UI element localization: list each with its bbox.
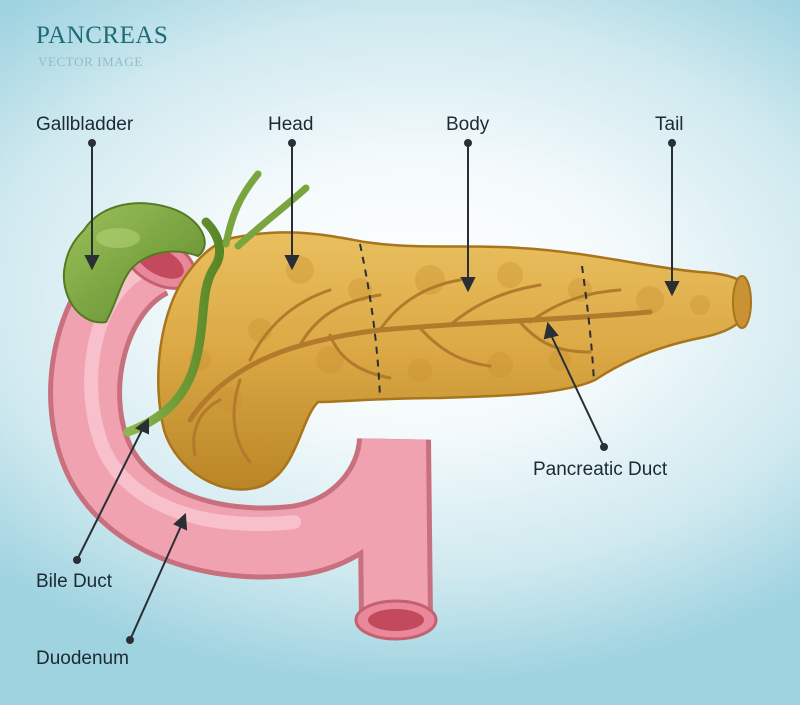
gallbladder-label: Gallbladder: [36, 114, 134, 135]
tail-pointer: [664, 139, 680, 297]
pancreas-shape: [157, 231, 752, 491]
head-label: Head: [268, 114, 314, 135]
bile-duct-label: Bile Duct: [36, 571, 113, 592]
duodenum-label: Duodenum: [36, 648, 129, 669]
gallbladder-pointer: [84, 139, 100, 271]
pancreatic-duct-label: Pancreatic Duct: [533, 459, 668, 480]
region-dividers: [359, 243, 595, 399]
body-pointer: [460, 139, 476, 293]
duodenum-pointer: [126, 512, 188, 644]
body-label: Body: [446, 114, 490, 135]
leader-lines: [73, 139, 680, 644]
pancreatic-duct-shape: [187, 278, 653, 464]
bile-duct-shape: [123, 170, 310, 437]
pancreatic-duct-pointer: [543, 321, 608, 451]
diagram-subtitle: VECTOR IMAGE: [38, 54, 143, 69]
bile-duct-pointer: [73, 418, 149, 564]
diagram-title: PANCREAS: [36, 22, 169, 49]
gallbladder-shape: [62, 202, 206, 324]
head-pointer: [284, 139, 300, 271]
tail-label: Tail: [655, 114, 684, 135]
